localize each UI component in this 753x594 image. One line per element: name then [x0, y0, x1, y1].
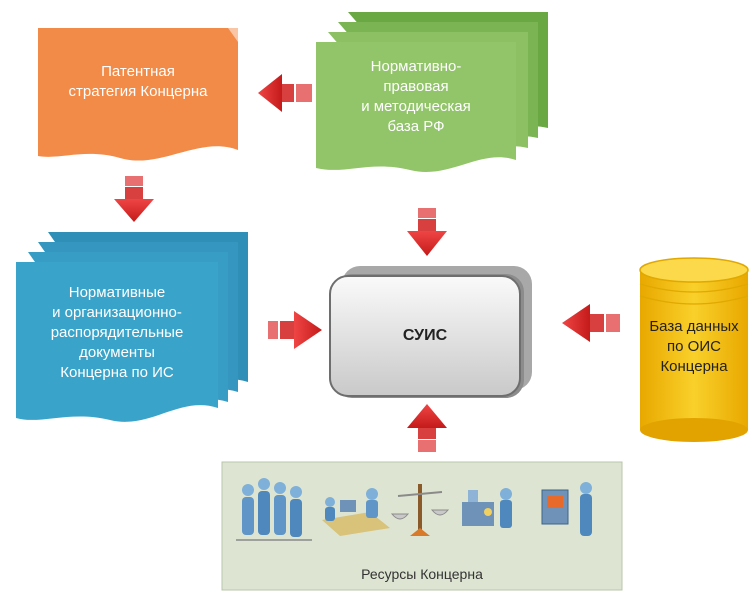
resources-label: Ресурсы Концерна: [361, 566, 483, 582]
justice-scales-icon: [390, 484, 450, 536]
database-label: База данных по ОИС Концерна: [649, 318, 739, 375]
arrow-docs-to-suis: [268, 311, 322, 349]
arrow-legal-to-suis: [407, 208, 447, 256]
people-group-icon: [236, 478, 312, 541]
suis-label: СУИС: [402, 327, 448, 344]
suis-node: [329, 266, 532, 398]
presentation-screen-icon: [541, 482, 592, 536]
legal-base-node: [316, 12, 548, 172]
meeting-desk-icon: [322, 488, 390, 536]
arrow-resources-to-suis: [407, 404, 447, 452]
database-node: [639, 257, 749, 442]
arrow-patent-to-docs: [114, 176, 154, 222]
legal-base-label: Нормативно- правовая и методическая база…: [361, 58, 471, 135]
patent-strategy-node: [38, 28, 238, 161]
patent-strategy-label: Патентная стратегия Концерна: [68, 63, 208, 100]
arrow-legal-to-patent: [258, 74, 312, 112]
arrow-db-to-suis: [562, 304, 620, 342]
factory-workers-icon: [462, 488, 512, 528]
regulatory-docs-label: Нормативные и организационно- распорядит…: [50, 284, 184, 381]
regulatory-docs-node: [16, 232, 248, 422]
